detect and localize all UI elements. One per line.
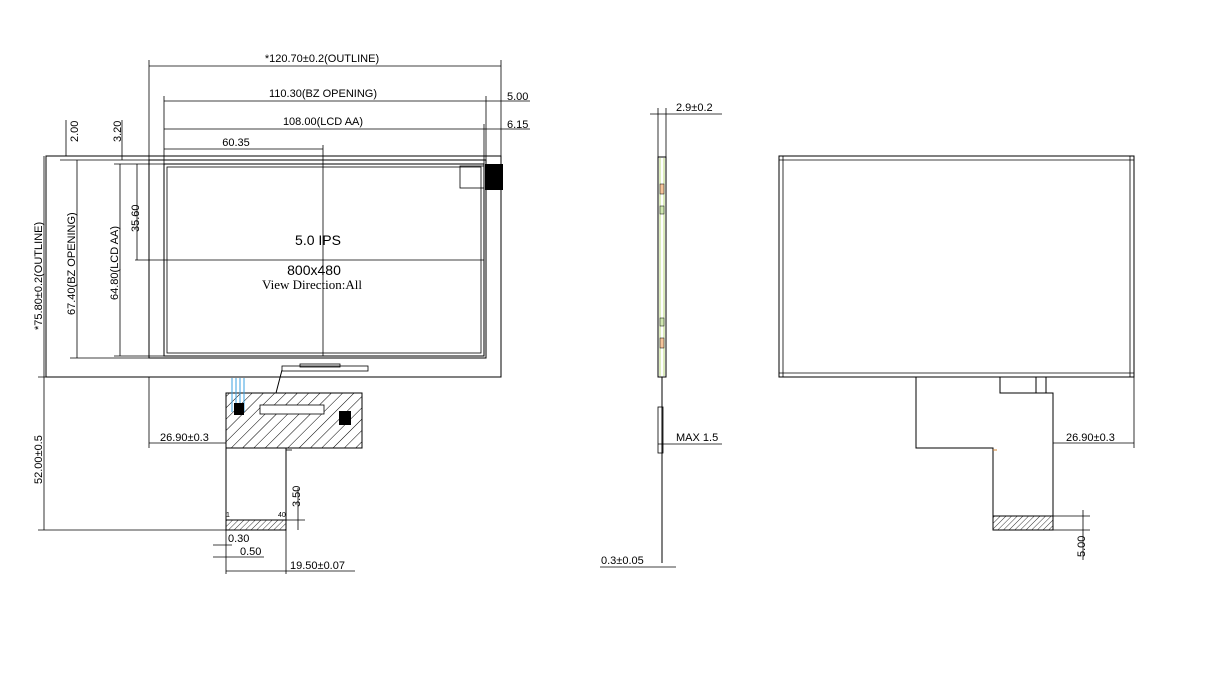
dim-top-offset-2: 3.20 bbox=[112, 121, 124, 142]
dim-lcd-aa-width: 108.00(LCD AA) bbox=[283, 116, 363, 128]
dim-center-x: 60.35 bbox=[222, 137, 250, 149]
back-body bbox=[778, 155, 1135, 378]
dim-lcd-aa-height: 64.80(LCD AA) bbox=[109, 226, 121, 300]
pin-40-label: 40 bbox=[278, 512, 286, 519]
dim-center-y: 35.60 bbox=[130, 204, 142, 232]
dim-fpc-tab: 3.50 bbox=[291, 486, 303, 507]
module-outline bbox=[45, 155, 502, 378]
dim-stiffener: 5.00 bbox=[1076, 536, 1088, 557]
resolution-label: 800x480 bbox=[287, 262, 341, 278]
dim-max-component: MAX 1.5 bbox=[676, 432, 718, 444]
dim-outline-height: *75.80±0.2(OUTLINE) bbox=[33, 222, 45, 330]
dim-pin-width: 0.50 bbox=[240, 546, 261, 558]
corner-mark bbox=[459, 165, 485, 189]
pin-1-label: 1 bbox=[226, 512, 230, 519]
back-contacts bbox=[992, 515, 1054, 531]
fpc-label bbox=[259, 404, 325, 415]
dim-top-offset-1: 2.00 bbox=[69, 121, 81, 142]
dim-pitch: 0.30 bbox=[228, 533, 249, 545]
dim-right-offset-bz: 5.00 bbox=[507, 91, 528, 103]
side-view: 2.9±0.2 MAX 1.5 0.3±0.05 bbox=[600, 102, 722, 568]
dim-fpc-offset: 26.90±0.3 bbox=[160, 432, 209, 444]
fpc-contacts bbox=[225, 519, 287, 531]
dim-outline-width: *120.70±0.2(OUTLINE) bbox=[265, 53, 379, 65]
bottom-connector bbox=[281, 365, 369, 372]
bezel-opening bbox=[148, 159, 487, 359]
dim-side-thickness: 2.9±0.2 bbox=[676, 102, 713, 114]
dim-fpc-width: 19.50±0.07 bbox=[290, 560, 345, 572]
back-view: 26.90±0.3 5.00 bbox=[778, 155, 1135, 560]
back-connector bbox=[999, 376, 1047, 394]
dim-bz-opening-height: 67.40(BZ OPENING) bbox=[66, 212, 78, 315]
fpc-chip bbox=[339, 411, 351, 425]
dim-fpc-thickness: 0.3±0.05 bbox=[601, 555, 644, 567]
dim-fpc-length: 52.00±0.5 bbox=[33, 435, 45, 484]
dim-back-fpc-offset: 26.90±0.3 bbox=[1066, 432, 1115, 444]
connector-block bbox=[485, 164, 503, 190]
view-direction-label: View Direction:All bbox=[262, 277, 362, 292]
dim-bz-opening-width: 110.30(BZ OPENING) bbox=[269, 88, 377, 100]
dim-right-offset-aa: 6.15 bbox=[507, 119, 528, 131]
front-view: *120.70±0.2(OUTLINE) 110.30(BZ OPENING) … bbox=[33, 53, 530, 574]
panel-size-label: 5.0 IPS bbox=[295, 232, 341, 248]
